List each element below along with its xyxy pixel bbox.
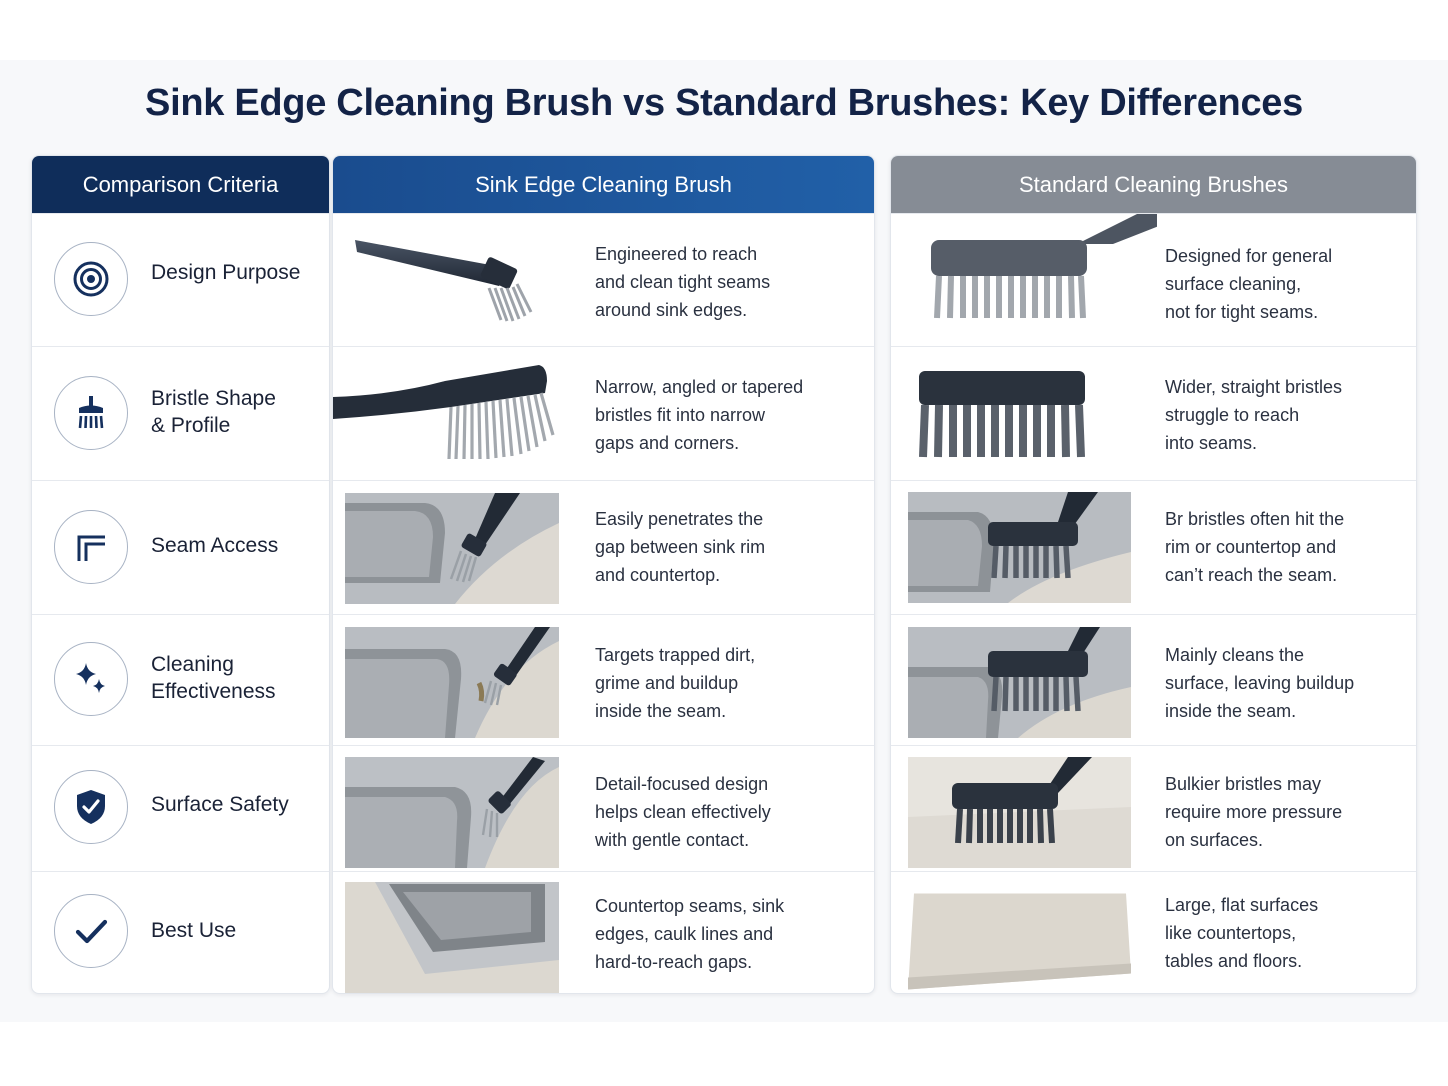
- sink-edge-brush-header: Sink Edge Cleaning Brush: [333, 156, 874, 213]
- page-title: Sink Edge Cleaning Brush vs Standard Bru…: [145, 82, 1303, 124]
- criteria-label: Cleaning Effectiveness: [151, 653, 276, 703]
- criteria-label: Seam Access: [151, 534, 279, 557]
- brush-icon: [54, 376, 128, 450]
- criteria-row-bristle-shape: Bristle Shape & Profile: [32, 346, 329, 481]
- sink-row: Detail-focused design helps clean effect…: [333, 745, 874, 872]
- wide-straight-brush-image: [919, 371, 1085, 458]
- standard-brush-image: [931, 214, 1157, 319]
- criteria-row-design-purpose: Design Purpose: [32, 213, 329, 347]
- cleaning-effectiveness-photo: [345, 627, 559, 738]
- best-use-photo: [345, 882, 559, 993]
- criteria-row-cleaning-effectiveness: Cleaning Effectiveness: [32, 614, 329, 746]
- sink-description: Easily penetrates the gap between sink r…: [595, 509, 766, 585]
- standard-description: Wider, straight bristles struggle to rea…: [1165, 377, 1343, 453]
- sink-row: Narrow, angled or tapered bristles fit i…: [333, 346, 874, 481]
- standard-description: Bulkier bristles may require more pressu…: [1165, 774, 1343, 850]
- checkmark-icon: [54, 894, 128, 968]
- standard-row: Designed for general surface cleaning, n…: [891, 213, 1416, 347]
- seam-access-photo: [345, 493, 559, 604]
- criteria-label: Bristle Shape & Profile: [151, 387, 276, 437]
- criteria-column: Comparison Criteria Design Purpose Brist…: [31, 155, 330, 994]
- sink-description: Detail-focused design helps clean effect…: [595, 774, 771, 850]
- sink-description: Countertop seams, sink edges, caulk line…: [595, 896, 785, 972]
- target-icon: [54, 242, 128, 316]
- standard-brushes-column: Standard Cleaning Brushes Designed for g…: [890, 155, 1417, 994]
- standard-brushes-header: Standard Cleaning Brushes: [891, 156, 1416, 213]
- criteria-row-seam-access: Seam Access: [32, 480, 329, 615]
- criteria-label: Best Use: [151, 919, 237, 942]
- criteria-header: Comparison Criteria: [32, 156, 329, 213]
- surface-safety-photo: [345, 757, 559, 868]
- angled-brush-image: [355, 240, 533, 322]
- sink-description: Narrow, angled or tapered bristles fit i…: [595, 377, 804, 453]
- surface-safety-standard-photo: [908, 757, 1131, 868]
- sink-row: Targets trapped dirt, grime and buildup …: [333, 614, 874, 746]
- sink-row: Engineered to reach and clean tight seam…: [333, 213, 874, 347]
- sink-row: Easily penetrates the gap between sink r…: [333, 480, 874, 615]
- criteria-row-best-use: Best Use: [32, 871, 329, 993]
- standard-row: Large, flat surfaces like countertops, t…: [891, 871, 1416, 993]
- standard-row: Wider, straight bristles struggle to rea…: [891, 346, 1416, 481]
- tapered-bristle-brush-image: [333, 365, 555, 460]
- sink-description: Targets trapped dirt, grime and buildup …: [595, 645, 756, 721]
- criteria-label: Design Purpose: [151, 261, 301, 284]
- criteria-row-surface-safety: Surface Safety: [32, 745, 329, 872]
- standard-description: Br bristles often hit the rim or counter…: [1165, 509, 1345, 585]
- standard-row: Bulkier bristles may require more pressu…: [891, 745, 1416, 872]
- standard-description: Designed for general surface cleaning, n…: [1165, 246, 1333, 322]
- standard-description: Large, flat surfaces like countertops, t…: [1165, 895, 1319, 971]
- sink-edge-brush-column: Sink Edge Cleaning Brush Engineered to r…: [332, 155, 875, 994]
- standard-row: Br bristles often hit the rim or counter…: [891, 480, 1416, 615]
- sink-description: Engineered to reach and clean tight seam…: [595, 244, 771, 320]
- cleaning-effectiveness-standard-photo: [908, 627, 1131, 738]
- criteria-label: Surface Safety: [151, 793, 289, 816]
- flat-countertop-photo: [908, 893, 1131, 993]
- corner-icon: [54, 510, 128, 584]
- standard-row: Mainly cleans the surface, leaving build…: [891, 614, 1416, 746]
- sink-row: Countertop seams, sink edges, caulk line…: [333, 871, 874, 993]
- sparkle-icon: [54, 642, 128, 716]
- standard-description: Mainly cleans the surface, leaving build…: [1165, 645, 1355, 721]
- seam-access-standard-photo: [908, 492, 1131, 603]
- shield-check-icon: [54, 770, 128, 844]
